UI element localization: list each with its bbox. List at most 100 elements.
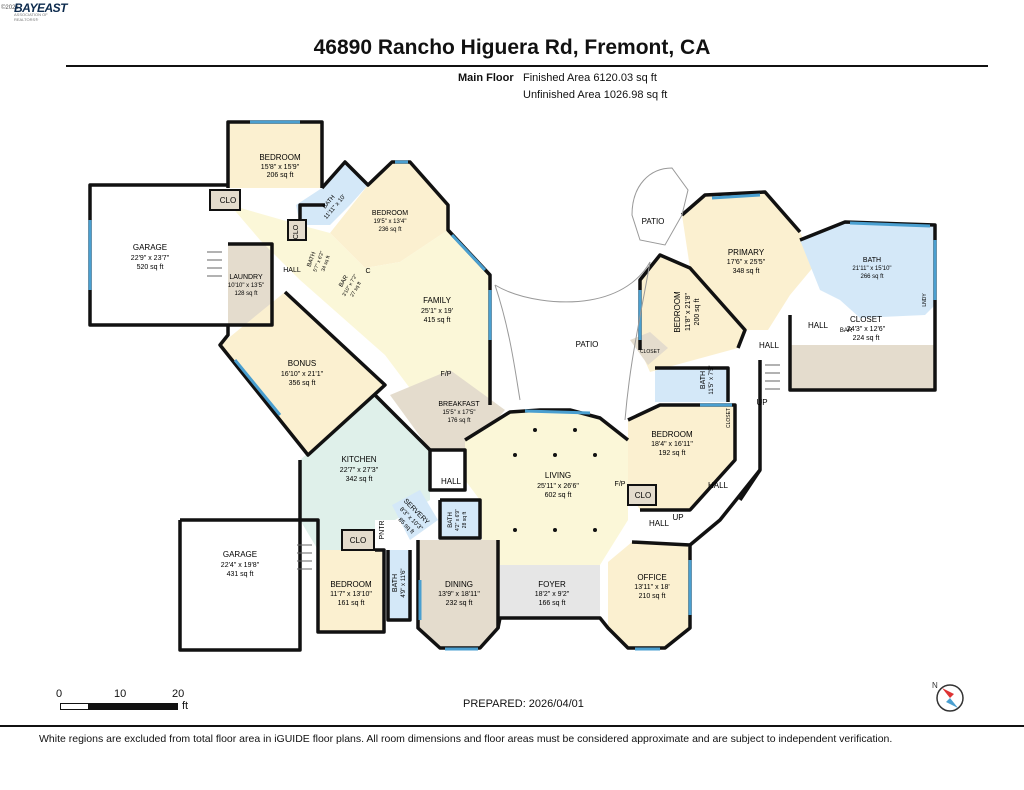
room-labels: BEDROOM 15'8" x 15'9" 206 sq ft BEDROOM … bbox=[131, 153, 928, 607]
compass-letter: N bbox=[932, 681, 938, 690]
room-primary-area: 348 sq ft bbox=[733, 268, 760, 275]
room-bedroom-1-fill bbox=[228, 122, 322, 188]
room-garage-2-name: GARAGE bbox=[223, 550, 257, 559]
room-bedroom-1-area: 206 sq ft bbox=[267, 172, 294, 179]
label-hall-4: HALL bbox=[759, 341, 780, 350]
label-clo-3: CLO bbox=[350, 536, 366, 545]
label-patio-top: PATIO bbox=[642, 217, 665, 226]
room-living-name: LIVING bbox=[545, 471, 571, 480]
logo-brand: BAYEAST bbox=[14, 1, 67, 15]
room-foyer-area: 166 sq ft bbox=[539, 600, 566, 607]
room-closet-name: CLOSET bbox=[850, 315, 882, 324]
living-columns bbox=[513, 428, 597, 532]
room-bedroom-2-name: BEDROOM bbox=[372, 210, 408, 217]
room-office-fill bbox=[608, 542, 690, 648]
room-bath-top-fill bbox=[296, 162, 368, 225]
scale-tick-20: 20 bbox=[172, 688, 185, 700]
label-clo-2: CLO bbox=[293, 224, 300, 239]
room-family-dims: 25'1" x 19' bbox=[421, 308, 453, 315]
room-garage-2-dims: 22'4" x 19'8" bbox=[221, 562, 260, 569]
north-arrow-icon: N bbox=[924, 676, 968, 720]
label-hall-1: HALL bbox=[283, 267, 301, 274]
room-dining-dims: 13'9" x 18'11" bbox=[438, 591, 480, 598]
label-closet-bed4: CLOSET bbox=[726, 408, 732, 428]
label-lndy: LNDY bbox=[922, 293, 928, 307]
room-breakfast-dims: 15'5" x 17'5" bbox=[443, 410, 476, 416]
room-bath-primary-fill bbox=[800, 222, 935, 318]
scale-unit: ft bbox=[182, 700, 189, 712]
room-servery-fill bbox=[392, 490, 438, 540]
room-bath-primary-area: 266 sq ft bbox=[860, 274, 883, 280]
label-hall-5: HALL bbox=[708, 481, 729, 490]
room-living-dims: 25'11" x 26'6" bbox=[537, 483, 579, 490]
scale-segment-1 bbox=[60, 703, 90, 710]
room-bath-south-dims: 4'9" x 11'6" bbox=[401, 568, 407, 597]
room-bath-kitchen-name: BATH bbox=[448, 512, 454, 528]
label-fp-1: F/P bbox=[441, 371, 452, 378]
room-closet-area: 224 sq ft bbox=[853, 335, 880, 342]
room-garage-1-fill bbox=[90, 185, 228, 325]
room-garage-2-fill bbox=[180, 520, 300, 650]
room-foyer-dims: 18'2" x 9'2" bbox=[535, 591, 570, 598]
label-pntr: PNTR bbox=[379, 520, 386, 539]
room-bonus-name: BONUS bbox=[288, 359, 316, 368]
room-laundry-fill bbox=[228, 244, 272, 325]
room-primary-dims: 17'6" x 25'5" bbox=[727, 259, 766, 266]
room-bedroom-4-name: BEDROOM bbox=[651, 430, 693, 439]
room-bonus-dims: 16'10" x 21'1" bbox=[281, 371, 324, 378]
disclaimer: White regions are excluded from total fl… bbox=[39, 733, 893, 745]
room-office-name: OFFICE bbox=[637, 573, 666, 582]
patio-outline bbox=[494, 167, 689, 421]
room-bath-mid-name: BATH bbox=[700, 371, 707, 389]
room-office-dims: 13'11" x 18' bbox=[634, 584, 669, 591]
room-dining-name: DINING bbox=[445, 580, 473, 589]
room-bedroom-4-fill bbox=[628, 405, 735, 510]
room-bedroom-2-area: 236 sq ft bbox=[378, 227, 401, 233]
bayeast-logo: ©2026 BAYEAST ASSOCIATION OF REALTORS® bbox=[0, 0, 70, 22]
label-hall-6: HALL bbox=[649, 519, 670, 528]
room-bath-south-name: BATH bbox=[392, 574, 399, 592]
scale-tick-0: 0 bbox=[56, 688, 63, 700]
room-family-area: 415 sq ft bbox=[424, 317, 451, 324]
room-bedroom-1-name: BEDROOM bbox=[259, 153, 301, 162]
room-kitchen-name: KITCHEN bbox=[341, 455, 376, 464]
room-breakfast-name: BREAKFAST bbox=[438, 401, 480, 408]
room-bath-mid-dims: 11'5" x 7'5" bbox=[709, 365, 715, 394]
label-bar: BAR bbox=[840, 328, 853, 334]
scale-bar: 0 10 20 ft bbox=[50, 688, 210, 712]
label-clo-4: CLO bbox=[635, 491, 651, 500]
stairs bbox=[207, 251, 780, 570]
room-garage-1-name: GARAGE bbox=[133, 243, 167, 252]
room-bath-kitchen-fill bbox=[440, 500, 480, 538]
room-bedroom-5-fill bbox=[640, 255, 745, 372]
room-office-area: 210 sq ft bbox=[639, 593, 666, 600]
room-bar-name: BAR bbox=[338, 274, 350, 288]
room-foyer-name: FOYER bbox=[538, 580, 566, 589]
scale-tick-10: 10 bbox=[114, 688, 127, 700]
room-bonus-area: 356 sq ft bbox=[289, 380, 316, 387]
room-dining-fill bbox=[418, 540, 498, 648]
label-c: C bbox=[365, 268, 370, 275]
room-kitchen-dims: 22'7" x 27'3" bbox=[340, 467, 379, 474]
label-hall-2: HALL bbox=[441, 477, 462, 486]
label-closet-small: CLOSET bbox=[640, 349, 660, 355]
room-bath-small-area: 34 sq ft bbox=[320, 254, 331, 272]
room-bath-kitchen-area: 28 sq ft bbox=[462, 511, 468, 528]
room-bedroom-3-dims: 11'7" x 13'10" bbox=[330, 591, 372, 598]
room-bedroom-1-dims: 15'8" x 15'9" bbox=[261, 164, 300, 171]
title-rule bbox=[66, 65, 988, 67]
scale-segment-2 bbox=[88, 703, 120, 710]
windows bbox=[88, 120, 937, 651]
scale-segment-3 bbox=[118, 703, 178, 710]
small-closets bbox=[209, 189, 657, 551]
finished-area: Finished Area 6120.03 sq ft bbox=[523, 72, 657, 84]
label-fp-2: F/P bbox=[615, 481, 626, 488]
room-bath-mid-fill bbox=[655, 368, 728, 402]
room-bedroom-2-fill bbox=[330, 162, 448, 268]
room-garage-1-dims: 22'9" x 23'7" bbox=[131, 255, 170, 262]
room-bedroom-5-area: 200 sq ft bbox=[694, 299, 701, 326]
room-bedroom-4-area: 192 sq ft bbox=[659, 450, 686, 457]
room-closet-dims: 24'3" x 12'6" bbox=[847, 326, 886, 333]
room-bath-kitchen-dims: 4'2" x 6'9" bbox=[455, 509, 461, 531]
logo-tagline: ASSOCIATION OF REALTORS® bbox=[14, 12, 48, 22]
